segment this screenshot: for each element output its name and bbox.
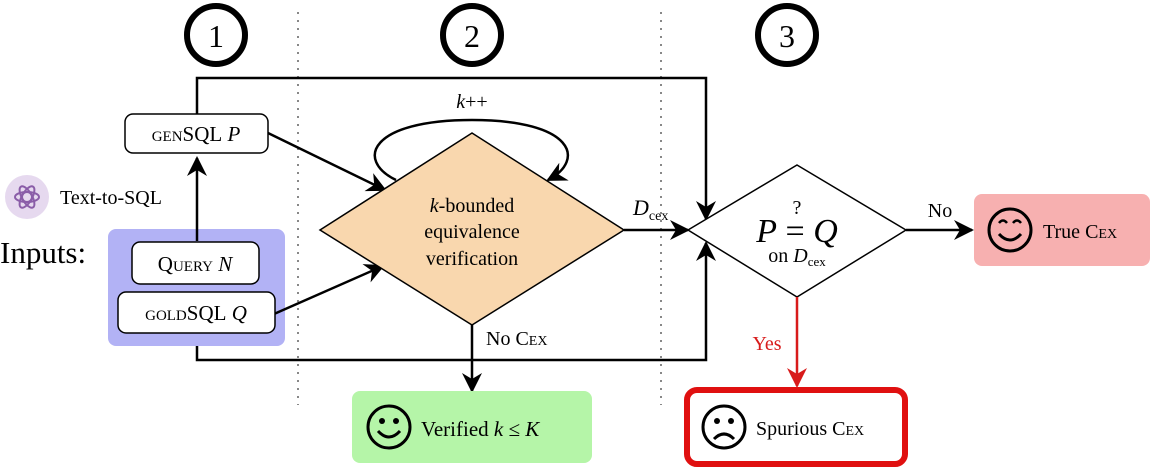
svg-text:Query N: Query N — [158, 252, 233, 276]
svg-text:goldSQL Q: goldSQL Q — [145, 301, 247, 325]
verifier-line-1: k-bounded — [430, 195, 514, 217]
yes-edge-label: Yes — [752, 333, 781, 355]
svg-text:Verified k ≤ K: Verified k ≤ K — [421, 417, 540, 441]
query-box: Query N — [131, 241, 260, 285]
svg-text:2: 2 — [464, 18, 480, 54]
svg-text:1: 1 — [208, 18, 224, 54]
step-marker-2: 2 — [440, 3, 504, 67]
no-edge-label: No — [928, 200, 952, 222]
svg-text:genSQL P: genSQL P — [152, 122, 241, 146]
bypass-line-top — [195, 76, 716, 221]
check-question-mark: ? — [793, 197, 802, 219]
gensql-box: genSQL P — [124, 113, 269, 154]
no-cex-label: No Cex — [486, 328, 547, 350]
svg-text:3: 3 — [779, 18, 795, 54]
verifier-line-2: equivalence — [424, 221, 520, 243]
step-marker-1: 1 — [184, 3, 248, 67]
svg-text:Spurious Cex: Spurious Cex — [756, 418, 864, 440]
text-to-sql-label: Text-to-SQL — [60, 187, 162, 209]
smiley-face-icon — [987, 207, 1033, 253]
gensql-to-verifier-arrow — [267, 131, 387, 192]
k-increment-label: k++ — [456, 91, 487, 113]
svg-text:True Cex: True Cex — [1043, 221, 1117, 243]
step-marker-3: 3 — [755, 3, 819, 67]
k-increment-loop — [373, 118, 570, 182]
check-equation: P = Q — [755, 213, 838, 250]
check-domain: on Dcex — [768, 245, 826, 269]
verified-outcome-box: Verified k ≤ K — [352, 391, 592, 463]
frowning-face-icon — [701, 404, 747, 450]
openai-logo-icon — [5, 175, 49, 219]
smiley-face-icon — [366, 404, 412, 450]
spurious-cex-outcome-box: Spurious Cex — [684, 387, 908, 467]
true-cex-outcome-box: True Cex — [974, 194, 1150, 266]
goldsql-box: goldSQL Q — [117, 291, 276, 334]
verifier-line-3: verification — [426, 248, 518, 270]
dcex-edge-label: Dcex — [632, 195, 668, 224]
bypass-line-bottom — [195, 241, 716, 362]
inputs-title: Inputs: — [0, 235, 86, 270]
goldsql-to-verifier-arrow — [273, 264, 385, 316]
